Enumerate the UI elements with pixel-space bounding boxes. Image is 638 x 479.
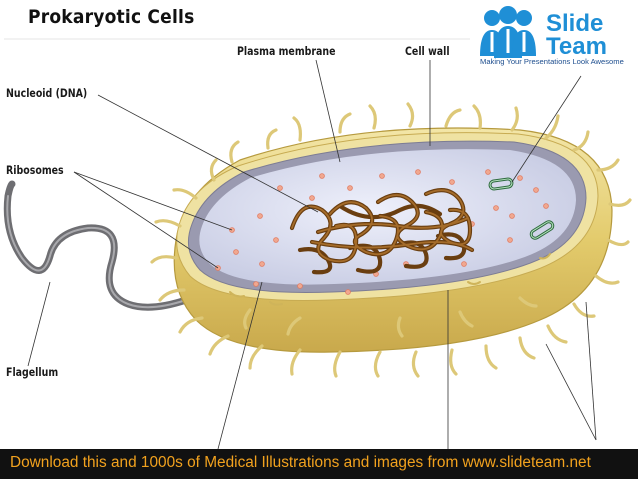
footer-banner: Download this and 1000s of Medical Illus…	[0, 449, 638, 479]
people-icon	[480, 6, 536, 58]
logo-word-slide: Slide	[546, 10, 604, 37]
label-plasma-membrane: Plasma membrane	[237, 44, 336, 58]
flagellum	[3, 180, 190, 311]
logo-tagline: Making Your Presentations Look Awesome	[480, 57, 624, 66]
footer-text: Download this and 1000s of Medical Illus…	[10, 454, 591, 471]
page-title: Prokaryotic Cells	[28, 6, 195, 28]
label-nucleoid: Nucleoid (DNA)	[6, 86, 88, 100]
label-ribosomes: Ribosomes	[6, 163, 64, 177]
surface-fimbriae	[150, 102, 632, 378]
leader-lines	[27, 59, 597, 449]
nucleoid-dna	[289, 188, 475, 275]
label-flagellum: Flagellum	[6, 365, 59, 379]
slideteam-logo: Slide Team	[470, 4, 636, 70]
logo-word-team: Team	[546, 33, 607, 60]
prokaryotic-cell-diagram	[3, 38, 632, 449]
label-cell-wall: Cell wall	[405, 44, 450, 58]
